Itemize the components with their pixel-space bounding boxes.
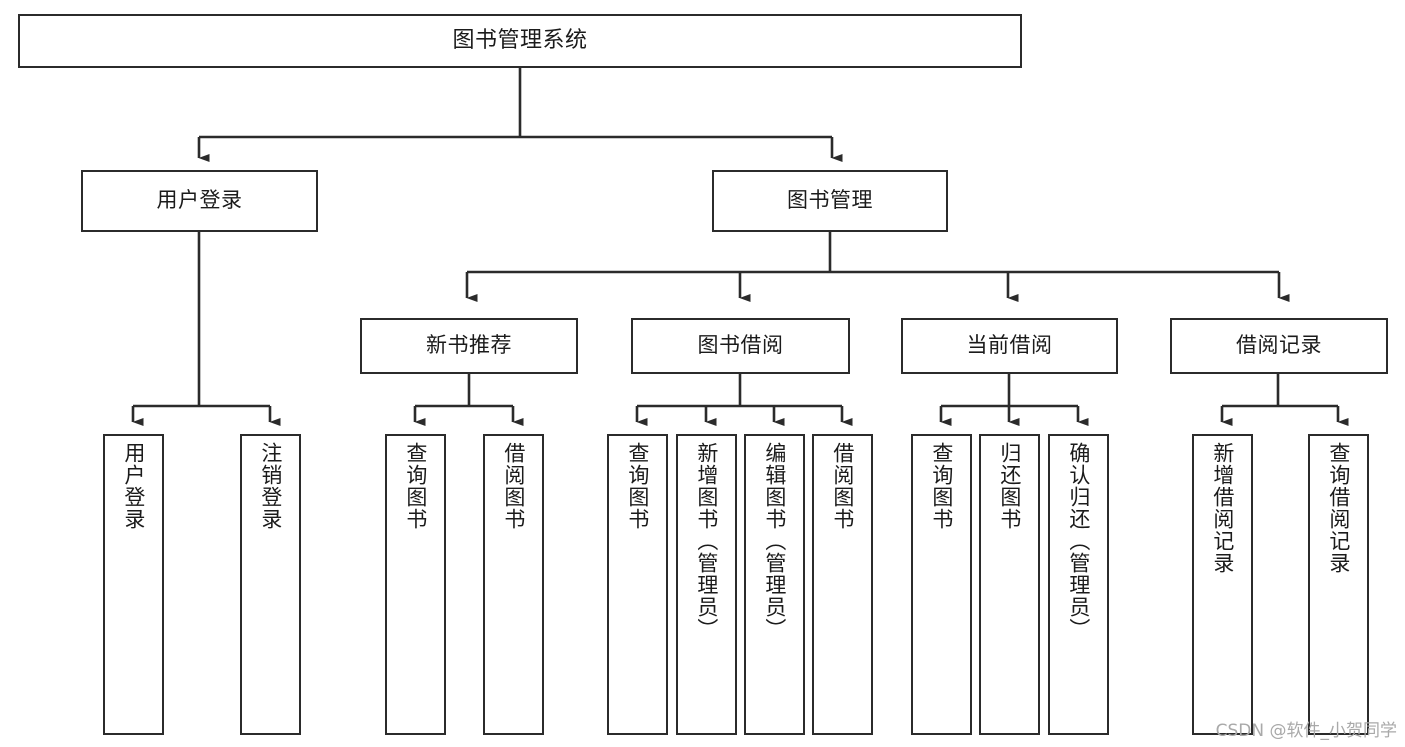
node-label: 用户登录 bbox=[121, 442, 146, 530]
node-label: 用户登录 bbox=[156, 188, 243, 213]
node-label: 图书管理系统 bbox=[452, 28, 588, 54]
leaf-new-book-query-books[interactable]: 查询图书 bbox=[385, 434, 446, 735]
leaf-book-borrow-edit-book-admin[interactable]: 编辑图书（管理员） bbox=[744, 434, 805, 735]
leaf-book-borrow-query-books[interactable]: 查询图书 bbox=[607, 434, 668, 735]
node-label: 图书借阅 bbox=[697, 333, 784, 358]
node-label: 借阅记录 bbox=[1236, 333, 1322, 358]
node-label: 新增图书（管理员） bbox=[694, 442, 719, 640]
leaf-borrow-record-add-record[interactable]: 新增借阅记录 bbox=[1192, 434, 1253, 735]
node-label: 当前借阅 bbox=[966, 333, 1053, 358]
node-label: 新增借阅记录 bbox=[1210, 442, 1235, 574]
node-current-borrowing[interactable]: 当前借阅 bbox=[901, 318, 1118, 374]
node-label: 注销登录 bbox=[258, 442, 283, 530]
leaf-borrow-record-query-record[interactable]: 查询借阅记录 bbox=[1308, 434, 1369, 735]
leaf-user-login-login[interactable]: 用户登录 bbox=[103, 434, 164, 735]
leaf-current-borrow-return-books[interactable]: 归还图书 bbox=[979, 434, 1040, 735]
leaf-book-borrow-borrow-books[interactable]: 借阅图书 bbox=[812, 434, 873, 735]
leaf-current-borrow-query-books[interactable]: 查询图书 bbox=[911, 434, 972, 735]
node-label: 借阅图书 bbox=[830, 442, 855, 530]
node-borrowing-records[interactable]: 借阅记录 bbox=[1170, 318, 1388, 374]
node-new-book-recommendation[interactable]: 新书推荐 bbox=[360, 318, 578, 374]
node-label: 图书管理 bbox=[787, 188, 873, 213]
node-label: 借阅图书 bbox=[501, 442, 526, 530]
leaf-user-login-logout[interactable]: 注销登录 bbox=[240, 434, 301, 735]
node-label: 确认归还（管理员） bbox=[1066, 442, 1091, 640]
leaf-book-borrow-add-book-admin[interactable]: 新增图书（管理员） bbox=[676, 434, 737, 735]
node-label: 查询图书 bbox=[403, 442, 428, 530]
node-label: 查询图书 bbox=[929, 442, 954, 530]
node-label: 编辑图书（管理员） bbox=[762, 442, 787, 640]
node-label: 查询图书 bbox=[625, 442, 650, 530]
node-label: 归还图书 bbox=[997, 442, 1022, 530]
node-label: 查询借阅记录 bbox=[1326, 442, 1351, 574]
csdn-watermark: CSDN @软件_小贺同学 bbox=[1215, 721, 1397, 741]
node-book-management[interactable]: 图书管理 bbox=[712, 170, 948, 232]
node-book-borrowing[interactable]: 图书借阅 bbox=[631, 318, 850, 374]
leaf-current-borrow-confirm-return-admin[interactable]: 确认归还（管理员） bbox=[1048, 434, 1109, 735]
node-user-login[interactable]: 用户登录 bbox=[81, 170, 318, 232]
node-label: 新书推荐 bbox=[426, 333, 512, 358]
leaf-new-book-borrow-books[interactable]: 借阅图书 bbox=[483, 434, 544, 735]
node-root-book-management-system[interactable]: 图书管理系统 bbox=[18, 14, 1022, 68]
